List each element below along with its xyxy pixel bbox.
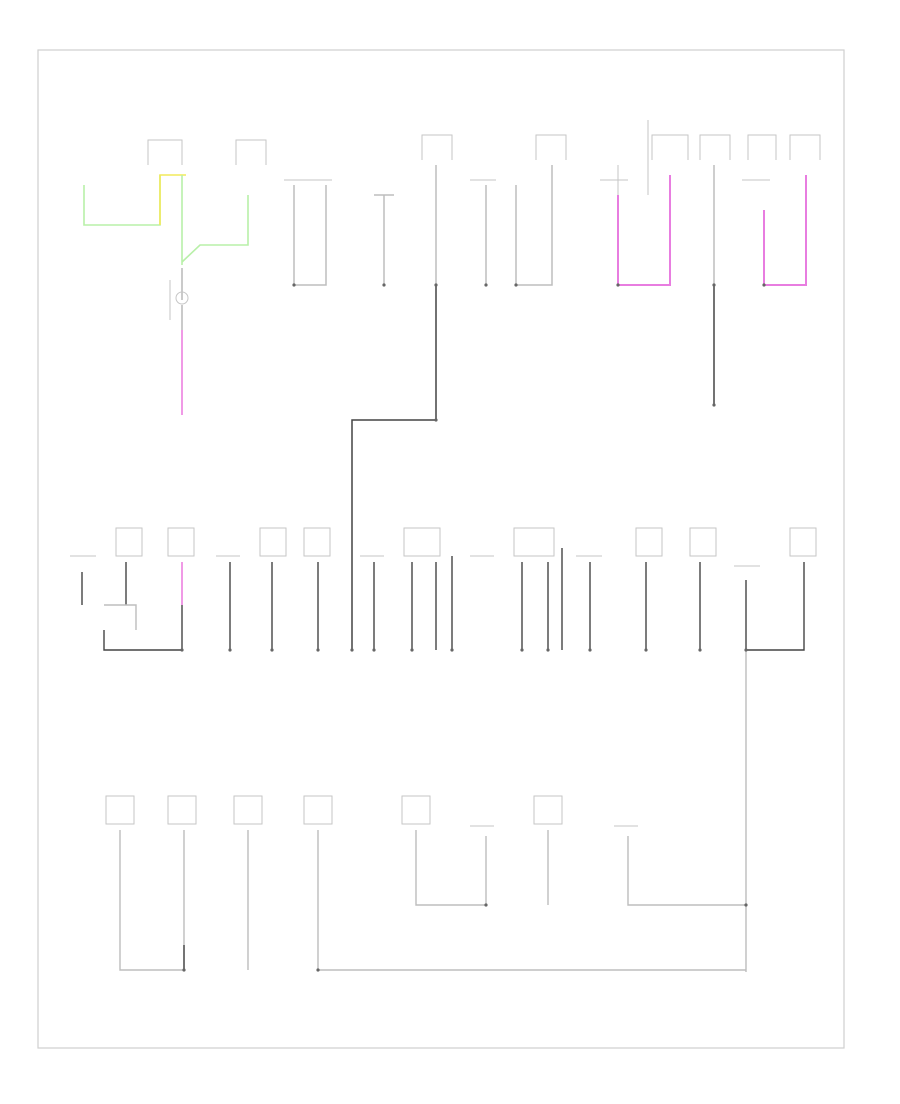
top-row-ground-wires-dark	[351, 285, 715, 650]
wire-black	[415, 830, 486, 906]
ground-point	[712, 403, 716, 407]
component-box	[533, 795, 563, 825]
diagram-frame	[37, 49, 845, 1049]
top-left-wiring	[83, 174, 249, 415]
component-box	[535, 134, 567, 160]
component-box	[651, 134, 689, 160]
wire-black	[293, 185, 327, 286]
wire-dark	[103, 630, 182, 651]
component-box	[403, 527, 441, 557]
ground-point	[316, 648, 320, 652]
ground-point	[180, 648, 184, 652]
ground-point	[616, 283, 620, 287]
ground-point	[350, 648, 354, 652]
component-box	[699, 134, 731, 160]
ground-point	[762, 283, 766, 287]
wire-black	[317, 830, 746, 971]
wire-black	[119, 830, 184, 971]
component-box	[167, 527, 195, 557]
top-row-ground-wires	[293, 165, 715, 286]
middle-row-light-wires	[104, 604, 747, 972]
ground-point	[520, 648, 524, 652]
ground-point	[228, 648, 232, 652]
wire-yellow	[159, 174, 186, 225]
top-row-components	[147, 120, 821, 195]
ground-point	[270, 648, 274, 652]
wire-dark	[746, 562, 805, 651]
ground-point	[182, 968, 186, 972]
ground-point	[434, 283, 438, 287]
ground-point	[546, 648, 550, 652]
ground-point	[698, 648, 702, 652]
bottom-row-ground-wires	[119, 830, 746, 971]
ground-point	[712, 283, 716, 287]
component-box	[513, 527, 555, 557]
ground-markers	[180, 283, 766, 972]
ground-point	[450, 648, 454, 652]
component-box	[303, 527, 331, 557]
wire-black	[104, 604, 137, 630]
component-box	[115, 527, 143, 557]
component-box	[105, 795, 135, 825]
ground-point	[514, 283, 518, 287]
component-box	[233, 795, 263, 825]
ground-point	[410, 648, 414, 652]
ground-point	[372, 648, 376, 652]
ground-point	[382, 283, 386, 287]
ground-point	[484, 903, 488, 907]
wire-dark	[351, 419, 436, 650]
ground-point	[292, 283, 296, 287]
ground-point	[434, 418, 438, 422]
ground-point	[744, 648, 748, 652]
component-box	[789, 134, 821, 160]
component-box	[421, 134, 453, 160]
component-box	[167, 795, 197, 825]
wire-magenta	[763, 175, 807, 286]
component-box	[259, 527, 287, 557]
top-right-pink-wires	[617, 175, 807, 286]
component-box	[689, 527, 717, 557]
splice-component	[175, 291, 189, 305]
component-box	[401, 795, 431, 825]
wire-magenta	[617, 175, 671, 286]
component-box	[747, 134, 777, 160]
component-box	[789, 527, 817, 557]
wire-black	[627, 836, 746, 906]
middle-row-ground-wires	[81, 548, 805, 651]
wire-green	[181, 195, 249, 263]
component-box	[635, 527, 663, 557]
component-box	[235, 139, 267, 165]
ground-point	[644, 648, 648, 652]
bottom-row-components	[105, 795, 638, 827]
component-box	[147, 139, 183, 165]
ground-point	[744, 903, 748, 907]
component-box	[303, 795, 333, 825]
ground-point	[484, 283, 488, 287]
wire-green	[83, 175, 161, 226]
ground-point	[588, 648, 592, 652]
ground-point	[316, 968, 320, 972]
middle-row-components	[70, 527, 817, 567]
wire-black	[515, 165, 553, 286]
